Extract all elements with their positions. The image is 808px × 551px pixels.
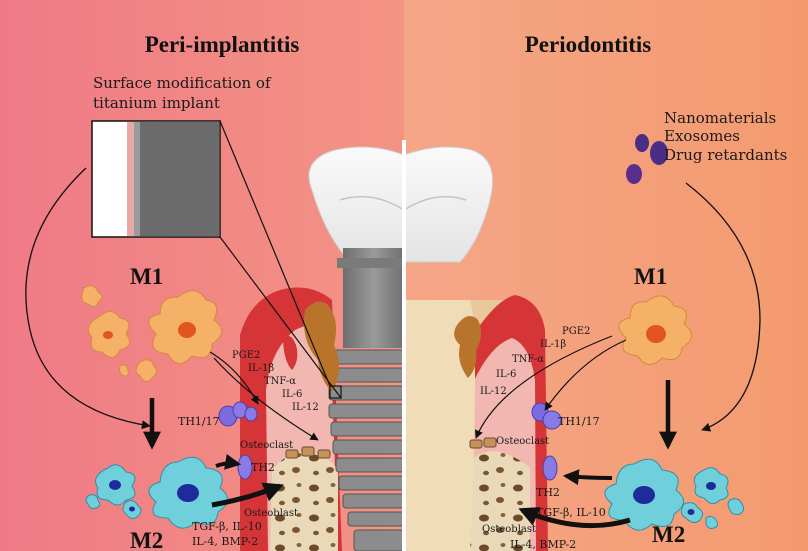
left-cytokine: IL-12 xyxy=(292,402,319,413)
right-cytokine: IL-12 xyxy=(480,386,507,397)
right-cytokine: TNF-α xyxy=(512,354,544,365)
left-osteoclast-cells xyxy=(285,446,331,459)
right-cytokine: IL-1β xyxy=(540,339,566,350)
title-peri-implantitis: Peri-implantitis xyxy=(145,32,300,57)
left-cytokine: IL-6 xyxy=(282,389,302,400)
right-m2-factors-1: TGF-β, IL-10 xyxy=(536,506,606,519)
left-arrows xyxy=(25,167,319,508)
right-arrows xyxy=(475,182,761,529)
left-t-cells xyxy=(218,401,258,480)
right-m2-factors-2: IL-4, BMP-2 xyxy=(510,538,576,551)
left-th2-label: TH2 xyxy=(251,461,275,474)
left-cytokine: PGE2 xyxy=(232,350,260,361)
titanium-implant xyxy=(328,248,405,551)
title-periodontitis: Periodontitis xyxy=(525,32,652,57)
right-alveolar-bone xyxy=(460,451,530,551)
left-alveolar-bone xyxy=(270,451,338,551)
left-calculus xyxy=(303,301,340,392)
left-cytokine: IL-1β xyxy=(248,363,274,374)
right-t-cells xyxy=(531,402,562,481)
right-agent-nanomaterials: Nanomaterials xyxy=(664,109,776,127)
right-m1-label: M1 xyxy=(634,264,667,289)
right-m2-label: M2 xyxy=(652,522,685,547)
tooth-crown xyxy=(308,146,494,263)
right-nanomaterials-particles xyxy=(626,134,668,184)
left-osteoblast-label: Osteoblast xyxy=(244,508,298,519)
right-osteoclast-label: Osteoclast xyxy=(496,436,549,447)
right-th2-label: TH2 xyxy=(536,486,560,499)
right-agent-exosomes: Exosomes xyxy=(664,127,740,145)
right-calculus xyxy=(454,316,482,378)
left-m2-factors-2: IL-4, BMP-2 xyxy=(192,535,258,548)
left-cytokine: TNF-α xyxy=(264,376,296,387)
right-m2-cells xyxy=(604,458,745,531)
right-osteoblast-label: Osteoblast xyxy=(482,524,536,535)
left-m2-factors-1: TGF-β, IL-10 xyxy=(192,520,262,533)
left-m2-cells xyxy=(85,456,228,529)
left-m2-label: M2 xyxy=(130,528,163,551)
left-cytokine-list: PGE2 IL-1β TNF-α IL-6 IL-12 xyxy=(232,350,319,413)
right-agent-drug-retardants: Drug retardants xyxy=(664,146,787,164)
right-th117-label: TH1/17 xyxy=(558,415,600,428)
left-th117-label: TH1/17 xyxy=(178,415,220,428)
surface-modification-inset xyxy=(91,120,342,399)
surface-modification-label-1: Surface modification of xyxy=(93,74,272,92)
center-divider xyxy=(402,140,406,551)
right-cytokine: IL-6 xyxy=(496,369,516,380)
surface-modification-label-2: titanium implant xyxy=(93,94,220,112)
right-m1-cells xyxy=(618,295,692,365)
left-m1-label: M1 xyxy=(130,264,163,289)
right-osteoclast-cells xyxy=(469,437,497,449)
left-m1-cells xyxy=(81,285,222,382)
inset-source-box xyxy=(329,385,342,399)
left-osteoclast-label: Osteoclast xyxy=(240,440,293,451)
right-cytokine-list: PGE2 IL-1β TNF-α IL-6 IL-12 xyxy=(480,326,590,397)
tooth-root xyxy=(404,300,475,551)
right-cytokine: PGE2 xyxy=(562,326,590,337)
